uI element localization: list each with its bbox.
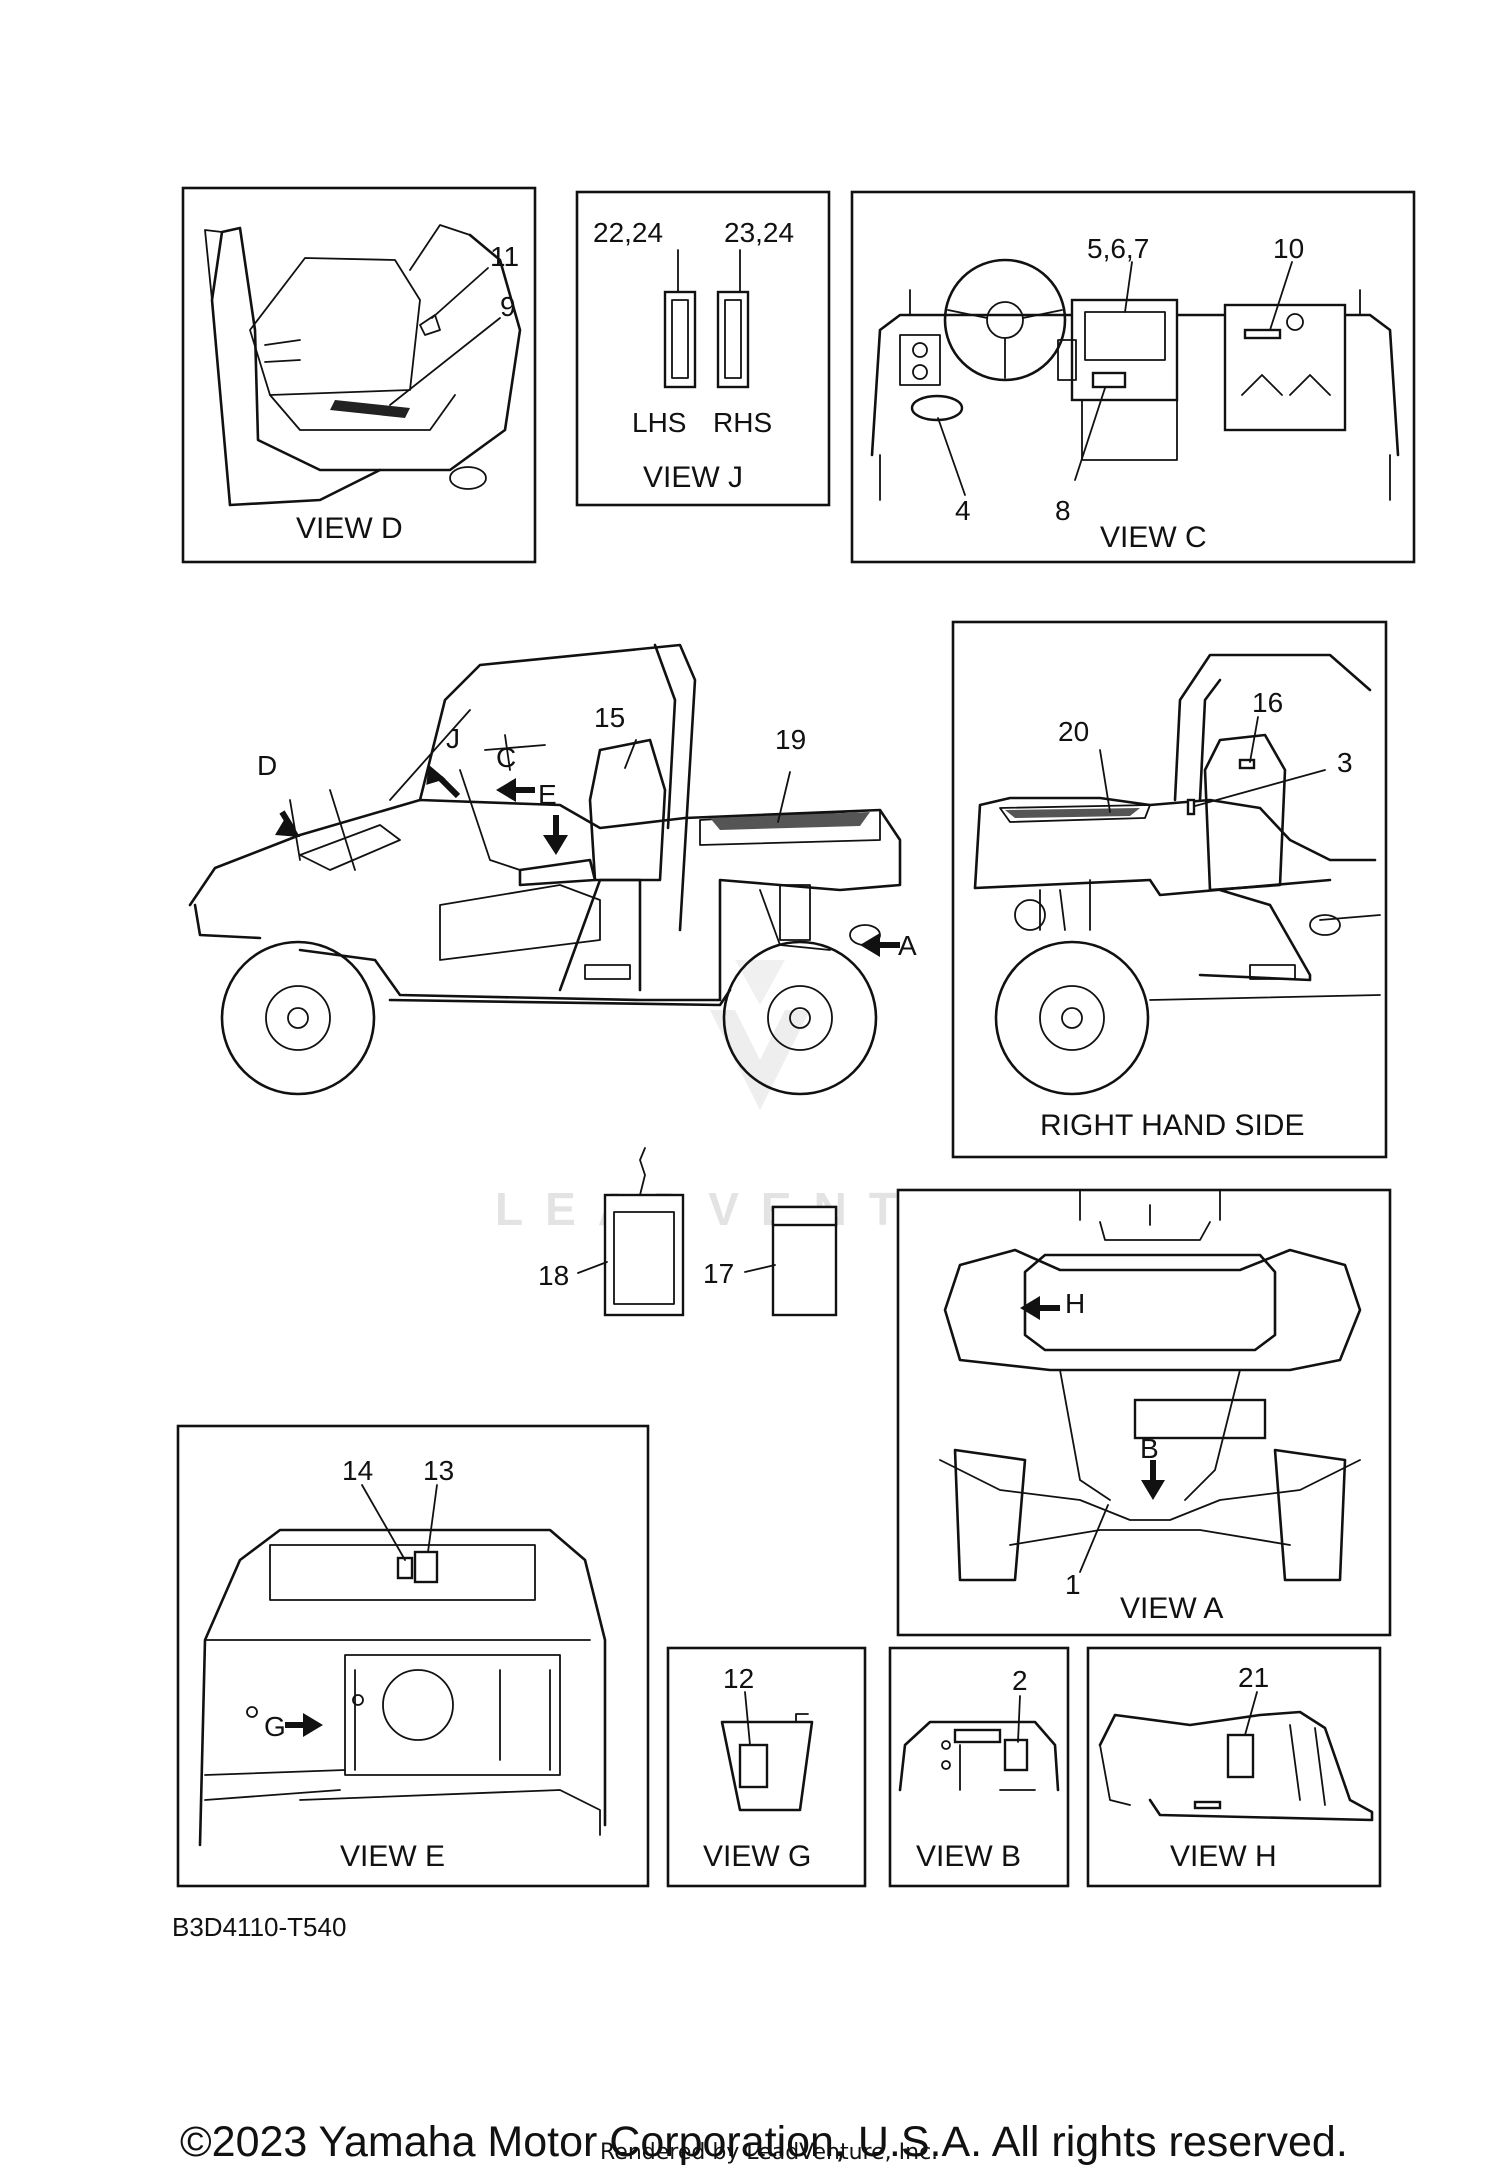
copyright-text: ©2023 Yamaha Motor Corporation, U.S.A. A… [180, 2118, 1348, 2166]
label-rhs: RHS [713, 407, 772, 438]
diagram-code: B3D4110-T540 [172, 1912, 347, 1942]
view-g-caption: VIEW G [703, 1840, 811, 1873]
view-e-caption: VIEW E [340, 1840, 445, 1873]
callout-j: J [446, 723, 460, 754]
view-b-caption: VIEW B [916, 1840, 1021, 1873]
callout-13: 13 [423, 1455, 454, 1486]
label-lhs: LHS [632, 407, 686, 438]
callout-h-view-a: H [1065, 1288, 1085, 1319]
callout-d: D [257, 750, 277, 781]
right-hand-side-caption: RIGHT HAND SIDE [1040, 1109, 1304, 1142]
view-j-caption: VIEW J [643, 461, 743, 494]
right-hand-side-panel: 16 20 3 RIGHT HAND SIDE [951, 620, 1388, 1159]
main-vehicle-left: 15 19 D J C E A [188, 643, 917, 1096]
callout-10: 10 [1273, 233, 1304, 264]
callout-2: 2 [1012, 1665, 1028, 1696]
view-a-panel: H B 1 VIEW A [896, 1188, 1392, 1637]
callout-b: B [1140, 1433, 1159, 1464]
callout-g: G [264, 1711, 286, 1742]
view-g-panel: 12 VIEW G [666, 1646, 867, 1888]
callout-1: 1 [1065, 1569, 1081, 1600]
view-e-panel: 14 13 G VIEW E [176, 1424, 650, 1888]
watermark-logo [710, 960, 810, 1110]
view-h-caption: VIEW H [1170, 1840, 1277, 1873]
callout-21: 21 [1238, 1662, 1269, 1693]
callout-8: 8 [1055, 495, 1071, 526]
callout-15: 15 [594, 702, 625, 733]
view-j-panel: 22,24 23,24 LHS RHS VIEW J [575, 190, 831, 507]
view-c-caption: VIEW C [1100, 521, 1207, 554]
view-a-caption: VIEW A [1120, 1592, 1223, 1625]
callout-16: 16 [1252, 687, 1283, 718]
callout-4: 4 [955, 495, 971, 526]
callout-14: 14 [342, 1455, 373, 1486]
callout-11: 11 [490, 241, 519, 272]
callout-e: E [538, 779, 557, 810]
callout-22-24: 22,24 [593, 217, 663, 248]
rendered-by-text: Rendered by LeadVenture, Inc. [600, 2140, 939, 2165]
callout-5-6-7: 5,6,7 [1087, 233, 1149, 264]
callout-3: 3 [1337, 747, 1353, 778]
callout-20: 20 [1058, 716, 1089, 747]
view-b-panel: 2 VIEW B [888, 1646, 1070, 1888]
callout-23-24: 23,24 [724, 217, 794, 248]
view-h-panel: 21 VIEW H [1086, 1646, 1382, 1888]
callout-9: 9 [500, 291, 516, 322]
view-d-caption: VIEW D [296, 512, 403, 545]
callout-a: A [898, 930, 917, 961]
view-c-panel: 5,6,7 10 4 8 VIEW C [850, 190, 1416, 564]
callout-c: C [496, 742, 516, 773]
callout-18: 18 [538, 1260, 569, 1291]
callout-12: 12 [723, 1663, 754, 1694]
loose-labels: 18 17 [538, 1147, 838, 1317]
callout-17: 17 [703, 1258, 734, 1289]
view-d-panel: 11 9 VIEW D [181, 186, 537, 564]
callout-19: 19 [775, 724, 806, 755]
